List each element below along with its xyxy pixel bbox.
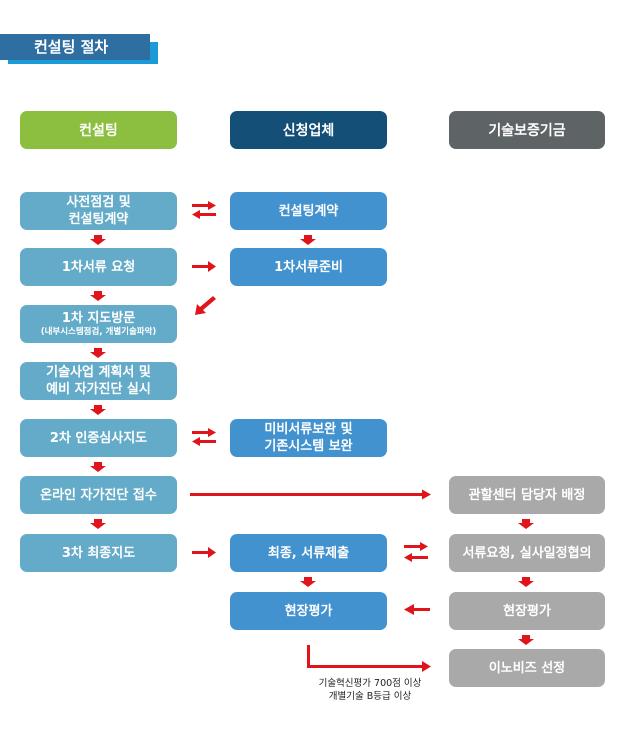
applicant-step-1: 컨설팅계약 [230, 192, 387, 230]
step-label: 1차서류 요청 [61, 259, 136, 275]
step-label: 미비서류보완 및 [264, 422, 353, 437]
arrow-down [90, 519, 106, 529]
consulting-step-7: 3차 최종지도 [20, 534, 177, 572]
arrow-down [518, 635, 534, 645]
arrow-down [300, 577, 316, 587]
step-label: 관할센터 담당자 배정 [468, 487, 586, 503]
header-consulting-label: 컨설팅 [79, 123, 118, 139]
arrow-down [90, 462, 106, 472]
consulting-step-2: 1차서류 요청 [20, 248, 177, 286]
criteria-note-line: 개별기술 B등급 이상 [328, 691, 412, 702]
step-label: 온라인 자가진단 접수 [40, 487, 157, 503]
header-guarantee-label: 기술보증기금 [488, 123, 566, 139]
arrow-down [518, 519, 534, 529]
consulting-step-1: 사전점검 및 컨설팅계약 [20, 192, 177, 230]
criteria-note-line: 기술혁신평가 700점 이상 [318, 678, 422, 689]
arrow-left [404, 553, 428, 562]
applicant-step-3: 미비서류보완 및 기존시스템 보완 [230, 419, 387, 457]
applicant-step-4: 최종, 서류제출 [230, 534, 387, 572]
consulting-step-6: 온라인 자가진단 접수 [20, 476, 177, 514]
applicant-step-5: 현장평가 [230, 592, 387, 630]
header-applicant: 신청업체 [230, 111, 387, 149]
arrow-left [192, 437, 216, 446]
arrow-right-long [190, 489, 431, 500]
page-title-text: 컨설팅 절차 [0, 34, 150, 60]
step-label: 이노비즈 선정 [488, 660, 566, 676]
page-title: 컨설팅 절차 [0, 34, 158, 64]
arrow-right [404, 542, 428, 551]
step-label: 예비 자가진단 실시 [46, 382, 151, 397]
criteria-note: 기술혁신평가 700점 이상 개별기술 B등급 이상 [310, 677, 430, 703]
applicant-step-2: 1차서류준비 [230, 248, 387, 286]
header-applicant-label: 신청업체 [282, 123, 335, 139]
arrow-diagonal [195, 296, 216, 315]
arrow-down [300, 235, 316, 245]
step-label: 최종, 서류제출 [267, 545, 350, 561]
step-sublabel: (내부시스템점검, 개별기술파악) [40, 327, 157, 337]
guarantee-step-1: 관할센터 담당자 배정 [449, 476, 605, 514]
step-label: 컨설팅계약 [68, 212, 129, 227]
arrow-right [192, 428, 216, 437]
step-label: 사전점검 및 [66, 195, 131, 210]
arrow-down [90, 235, 106, 245]
arrow-left [404, 604, 430, 615]
header-consulting: 컨설팅 [20, 111, 177, 149]
step-label: 현장평가 [284, 603, 333, 619]
arrow-down [90, 405, 106, 415]
arrow-right [192, 547, 216, 558]
step-label: 2차 인증심사지도 [49, 430, 148, 446]
step-label: 3차 최종지도 [61, 545, 136, 561]
step-label: 1차 지도방문 [61, 311, 136, 326]
step-label: 서류요청, 실사일정협의 [462, 545, 592, 561]
arrow-right [192, 201, 216, 210]
arrow-l-bend [307, 645, 431, 672]
step-label: 컨설팅계약 [278, 203, 339, 219]
consulting-step-5: 2차 인증심사지도 [20, 419, 177, 457]
consulting-step-4: 기술사업 계획서 및 예비 자가진단 실시 [20, 362, 177, 400]
header-guarantee: 기술보증기금 [449, 111, 605, 149]
step-label: 현장평가 [503, 603, 551, 619]
step-label: 기술사업 계획서 및 [46, 365, 151, 380]
arrow-left [192, 210, 216, 219]
step-label: 1차서류준비 [274, 259, 343, 275]
arrow-down [518, 577, 534, 587]
guarantee-step-4: 이노비즈 선정 [449, 649, 605, 687]
step-label: 기존시스템 보완 [264, 439, 353, 454]
arrow-down [90, 291, 106, 301]
arrow-right [192, 261, 216, 272]
guarantee-step-2: 서류요청, 실사일정협의 [449, 534, 605, 572]
consulting-step-3: 1차 지도방문 (내부시스템점검, 개별기술파악) [20, 305, 177, 343]
guarantee-step-3: 현장평가 [449, 592, 605, 630]
arrow-down [90, 348, 106, 358]
